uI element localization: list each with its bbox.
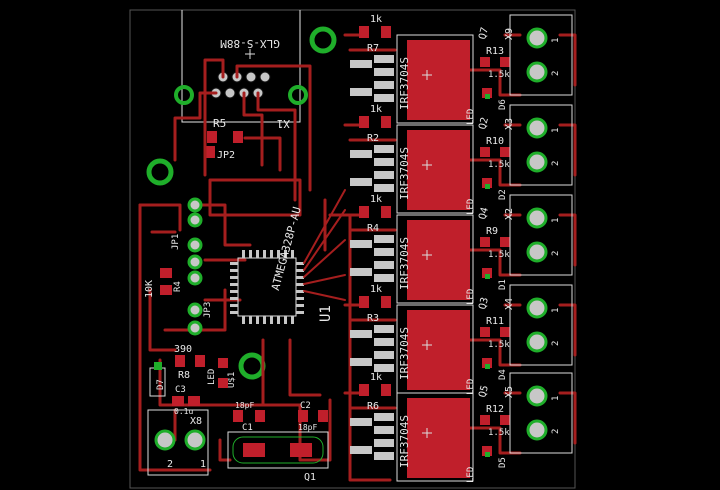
r-side-value-label: 1.5k xyxy=(488,428,510,438)
terminal-pin2-label: 2 xyxy=(551,429,561,434)
terminal-pin2-label: 2 xyxy=(551,341,561,346)
q-label: Q3 xyxy=(477,296,491,310)
r-top-label: R4 xyxy=(367,223,379,234)
led-label: LED xyxy=(466,379,476,395)
mounting-hole-bottom xyxy=(238,352,266,380)
diode-label: D5 xyxy=(498,457,508,468)
u1-label: U1 xyxy=(318,305,334,322)
jp1-label: JP1 xyxy=(171,234,181,250)
q1-label: Q1 xyxy=(304,472,316,483)
led-label: LED xyxy=(466,467,476,483)
r-top-value-label: 1k xyxy=(370,104,382,115)
mounting-hole-left xyxy=(146,158,174,186)
r10k-label: 10K xyxy=(144,280,155,298)
r-top-label: R7 xyxy=(367,43,379,54)
r-top-value-label: 1k xyxy=(370,284,382,295)
terminal-pin1-label: 1 xyxy=(551,128,561,133)
terminal-pin1-label: 1 xyxy=(551,308,561,313)
r-side-label: R11 xyxy=(486,316,504,327)
c1-label: C1 xyxy=(242,423,253,433)
x1-ref-label: X1 xyxy=(277,117,290,130)
c3-label: C3 xyxy=(175,385,186,395)
r-top-value-label: 1k xyxy=(370,194,382,205)
led-label: LED xyxy=(466,289,476,305)
jp2-label: JP2 xyxy=(217,150,235,161)
r-side-value-label: 1.5k xyxy=(488,160,510,170)
q-label: Q2 xyxy=(477,116,491,130)
terminal-pin2-label: 2 xyxy=(551,161,561,166)
led-label: LED xyxy=(466,199,476,215)
x8-pin1-label: 1 xyxy=(200,459,206,470)
mosfet-part-label: IRF3704S xyxy=(398,57,411,110)
led-label: LED xyxy=(466,109,476,125)
x1-part-label: GLX-S-88M xyxy=(220,37,280,50)
r390-label: 390 xyxy=(174,344,192,355)
r-side-value-label: 1.5k xyxy=(488,340,510,350)
connector-x1: GLX-S-88M X1 xyxy=(174,10,308,130)
terminal-pin2-label: 2 xyxy=(551,251,561,256)
r-side-label: R9 xyxy=(486,226,498,237)
mosfet-part-label: IRF3704S xyxy=(398,237,411,290)
header-jp1: JP1 JP3 R4 10K xyxy=(144,197,213,336)
diode-label: D1 xyxy=(498,279,508,290)
d7-label: D7 xyxy=(156,379,166,390)
r-top-label: R6 xyxy=(367,401,379,412)
terminal-pin2-label: 2 xyxy=(551,71,561,76)
c3-value-label: 0.1u xyxy=(174,407,193,416)
x8-label: X8 xyxy=(190,416,202,427)
mosfet-channels: 1kR7IRF3704SQ7R131.5kLEDD6X9121kR2IRF370… xyxy=(343,14,577,483)
x8-pin2-label: 2 xyxy=(167,459,173,470)
mounting-hole-top xyxy=(309,26,337,54)
terminal-pin1-label: 1 xyxy=(551,38,561,43)
r-top-value-label: 1k xyxy=(370,372,382,383)
r5-label: R5 xyxy=(213,117,226,130)
jp3-label: JP3 xyxy=(203,302,213,318)
terminal-label: X4 xyxy=(504,298,515,310)
terminal-label: X9 xyxy=(504,28,515,40)
terminal-label: X5 xyxy=(504,386,515,398)
terminal-label: X3 xyxy=(504,118,515,130)
r-side-value-label: 1.5k xyxy=(488,70,510,80)
resistor-r5: R5 JP2 xyxy=(205,117,243,161)
r8-label: R8 xyxy=(178,370,190,381)
led-left-label: LED xyxy=(207,369,217,385)
u-dollar-label: U$1 xyxy=(227,372,237,388)
traces-left xyxy=(138,58,392,482)
r-side-label: R12 xyxy=(486,404,504,415)
r-top-label: R2 xyxy=(367,133,379,144)
r-side-label: R10 xyxy=(486,136,504,147)
diode-label: D2 xyxy=(498,189,508,200)
r-side-label: R13 xyxy=(486,46,504,57)
r-side-value-label: 1.5k xyxy=(488,250,510,260)
r4-left-label: R4 xyxy=(173,281,183,292)
mosfet-part-label: IRF3704S xyxy=(398,327,411,380)
mosfet-part-label: IRF3704S xyxy=(398,147,411,200)
diode-label: D4 xyxy=(498,369,508,380)
q-label: Q7 xyxy=(477,26,491,40)
mcu-u1: ATMEGA328P-AU U1 xyxy=(230,189,346,324)
lower-left-components: 390 R8 LED U$1 D7 C3 0.1u X8 2 1 xyxy=(147,344,237,476)
c2-value-label: 18pF xyxy=(298,423,317,432)
c1-value-label: 18pF xyxy=(235,401,254,410)
r-top-value-label: 1k xyxy=(370,14,382,25)
crystal-q1: 18pF C1 C2 18pF Q1 xyxy=(227,401,329,483)
terminal-pin1-label: 1 xyxy=(551,396,561,401)
terminal-label: X2 xyxy=(504,208,515,220)
mosfet-part-label: IRF3704S xyxy=(398,415,411,468)
terminal-pin1-label: 1 xyxy=(551,218,561,223)
c2-label: C2 xyxy=(300,401,311,411)
q-label: Q5 xyxy=(477,384,491,398)
diode-label: D6 xyxy=(498,99,508,110)
q-label: Q4 xyxy=(477,206,491,220)
r-top-label: R3 xyxy=(367,313,379,324)
